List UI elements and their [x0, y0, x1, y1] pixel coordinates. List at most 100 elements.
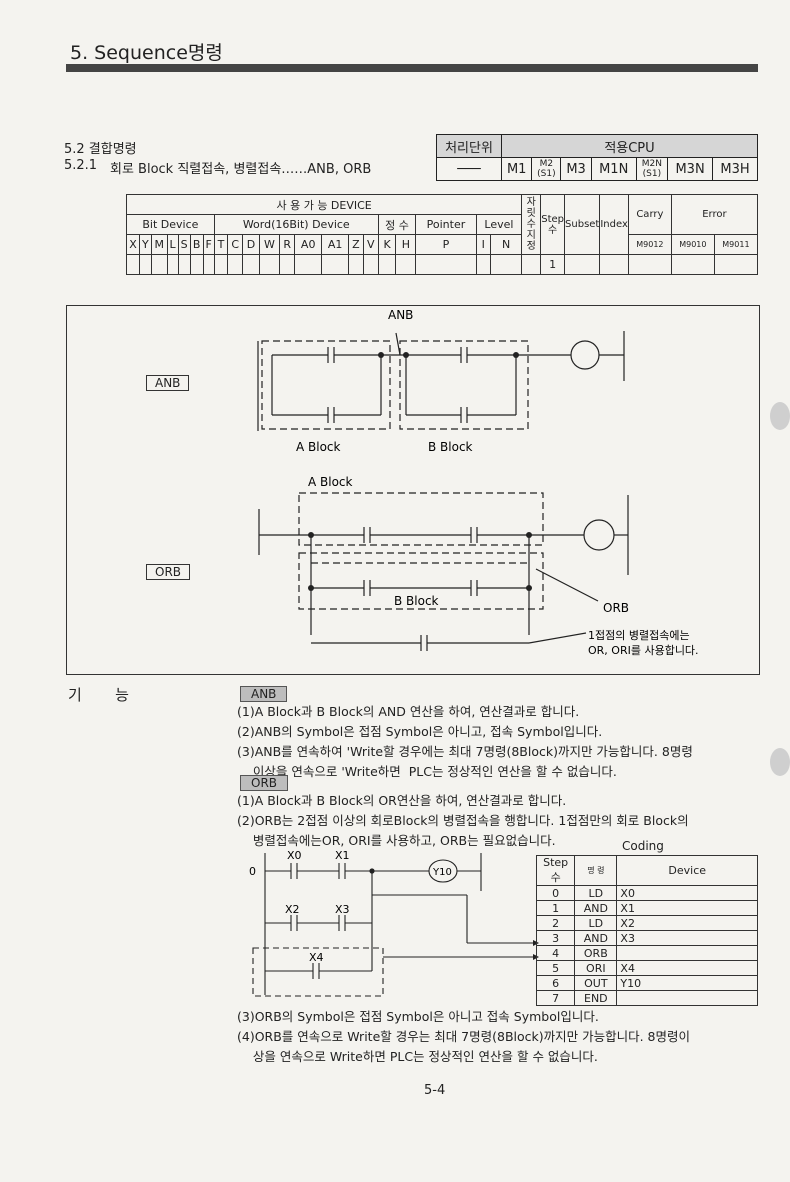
ladder-y10: Y10 — [432, 867, 452, 878]
note-line-1: 1접점의 병렬접속에는 — [588, 629, 690, 642]
function-title: 기 능 — [68, 686, 129, 704]
b-block-label-2: B Block — [394, 594, 439, 608]
device-table: 사 용 가 능 DEVICE 자릿수지정 Step수 Subset Index … — [125, 194, 759, 275]
ladder-x4: X4 — [309, 951, 324, 964]
anb-line-1: (1)A Block과 B Block의 AND 연산을 하여, 연산결과로 합… — [237, 704, 580, 719]
level-header: Level — [475, 214, 523, 235]
col-v: V — [362, 234, 379, 255]
col-l: L — [166, 234, 179, 255]
cpu-m3: M3 — [560, 157, 592, 181]
binder-hole — [770, 748, 790, 776]
cpu-m3n: M3N — [667, 157, 714, 181]
carry-header: Carry — [627, 194, 672, 235]
header-rule — [66, 64, 758, 72]
error-flag-header: Error — [670, 194, 759, 235]
anb-line-3: (3)ANB를 연속하여 'Write할 경우에는 최대 7명령(8Block)… — [237, 744, 693, 759]
unit-value: ─── — [436, 157, 502, 181]
section-5-2: 5.2 결합명령 — [64, 142, 137, 157]
diagram-box — [66, 305, 760, 675]
col-m: M — [150, 234, 168, 255]
cpu-m1n: M1N — [590, 157, 637, 181]
coding-cmd-header: 명 령 — [574, 855, 618, 886]
cpu-m2ns1: M2N (S1) — [635, 157, 669, 181]
col-m9011: M9011 — [713, 234, 759, 255]
cpu-table: 처리단위 적용CPU ─── M1 M2 (S1) M3 M1N M2N (S1… — [436, 134, 758, 181]
coding-step-header: Step수 — [535, 855, 576, 886]
col-p: P — [415, 234, 477, 255]
anb-section-tag: ANB — [240, 686, 288, 702]
col-z: Z — [348, 234, 364, 255]
pointer-header: Pointer — [415, 214, 477, 235]
anb-description: (1)A Block과 B Block의 AND 연산을 하여, 연산결과로 합… — [237, 702, 693, 782]
usable-device-header: 사 용 가 능 DEVICE — [125, 194, 523, 215]
cpu-header: 적용CPU — [501, 134, 758, 158]
coding-title: Coding — [622, 839, 664, 853]
col-k: K — [377, 234, 397, 255]
orb-line-6: 상을 연속으로 Write하면 PLC는 정상적인 연산을 할 수 없습니다. — [237, 1049, 598, 1064]
ladder-step-0: 0 — [249, 865, 256, 878]
col-a0: A0 — [294, 234, 323, 255]
col-c: C — [227, 234, 244, 255]
orb-line-2: (2)ORB는 2접점 이상의 회로Block의 병렬접속을 행합니다. 1접점… — [237, 813, 689, 828]
page-header-title: 5. Sequence명령 — [70, 42, 223, 64]
anb-tag: ANB — [146, 375, 190, 391]
col-f: F — [202, 234, 215, 255]
bit-device-header: Bit Device — [126, 214, 215, 235]
col-x: X — [126, 234, 140, 255]
word-device-header: Word(16Bit) Device — [213, 214, 379, 235]
cpu-m2s1: M2 (S1) — [531, 157, 562, 181]
section-5-2-1-number: 5.2.1 — [64, 158, 98, 173]
anb-label: ANB — [388, 308, 413, 322]
orb-label: ORB — [603, 601, 629, 615]
orb-line-3: 병렬접속에는OR, ORI를 사용하고, ORB는 필요없습니다. — [237, 833, 556, 848]
col-m9012: M9012 — [627, 234, 672, 255]
page-number: 5-4 — [424, 1083, 446, 1098]
col-n: N — [489, 234, 523, 255]
col-w: W — [258, 234, 281, 255]
anb-line-2: (2)ANB의 Symbol은 접점 Symbol은 아니고, 접속 Symbo… — [237, 724, 603, 739]
ladder-x2: X2 — [285, 903, 300, 916]
index-header: Index — [599, 194, 629, 255]
ladder-diagrams: ANB A Block B Block A Block B Block ORB … — [257, 308, 699, 657]
b-block-label: B Block — [428, 440, 473, 454]
ladder-example: 0 X0 X1 X2 X3 X4 Y10 — [249, 849, 539, 997]
ladder-x1: X1 — [335, 849, 350, 862]
binder-hole — [770, 402, 790, 430]
col-r: R — [279, 234, 296, 255]
orb-tag: ORB — [146, 564, 191, 580]
orb-line-5: (4)ORB를 연속으로 Write할 경우는 최대 7명령(8Block)까지… — [237, 1029, 691, 1044]
subset-header: Subset — [564, 194, 601, 255]
unit-header: 처리단위 — [436, 134, 502, 158]
col-t: T — [213, 234, 229, 255]
col-m9010: M9010 — [670, 234, 715, 255]
col-s: S — [177, 234, 191, 255]
col-b: B — [189, 234, 204, 255]
col-i: I — [475, 234, 491, 255]
col-d: D — [242, 234, 260, 255]
ladder-x3: X3 — [335, 903, 350, 916]
col-h: H — [395, 234, 417, 255]
col-y: Y — [138, 234, 152, 255]
a-block-label: A Block — [296, 440, 341, 454]
col-a1: A1 — [321, 234, 350, 255]
a-block-label-2: A Block — [308, 475, 353, 489]
cpu-m1: M1 — [500, 157, 533, 181]
orb-description: (1)A Block과 B Block의 OR연산을 하여, 연산결과로 합니다… — [237, 791, 689, 851]
orb-line-4: (3)ORB의 Symbol은 접점 Symbol은 아니고 접속 Symbol… — [237, 1009, 599, 1024]
ladder-x0: X0 — [287, 849, 302, 862]
coding-device-header: Device — [616, 855, 758, 886]
step-header: Step수 — [540, 194, 566, 255]
step-value: 1 — [540, 254, 566, 275]
orb-section-tag: ORB — [240, 775, 289, 791]
note-line-2: OR, ORI를 사용합니다. — [588, 644, 699, 657]
cpu-m3h: M3H — [712, 157, 758, 181]
constant-header: 정 수 — [377, 214, 417, 235]
section-5-2-1-title: 회로 Block 직렬접속, 병렬접속……ANB, ORB — [110, 162, 372, 177]
